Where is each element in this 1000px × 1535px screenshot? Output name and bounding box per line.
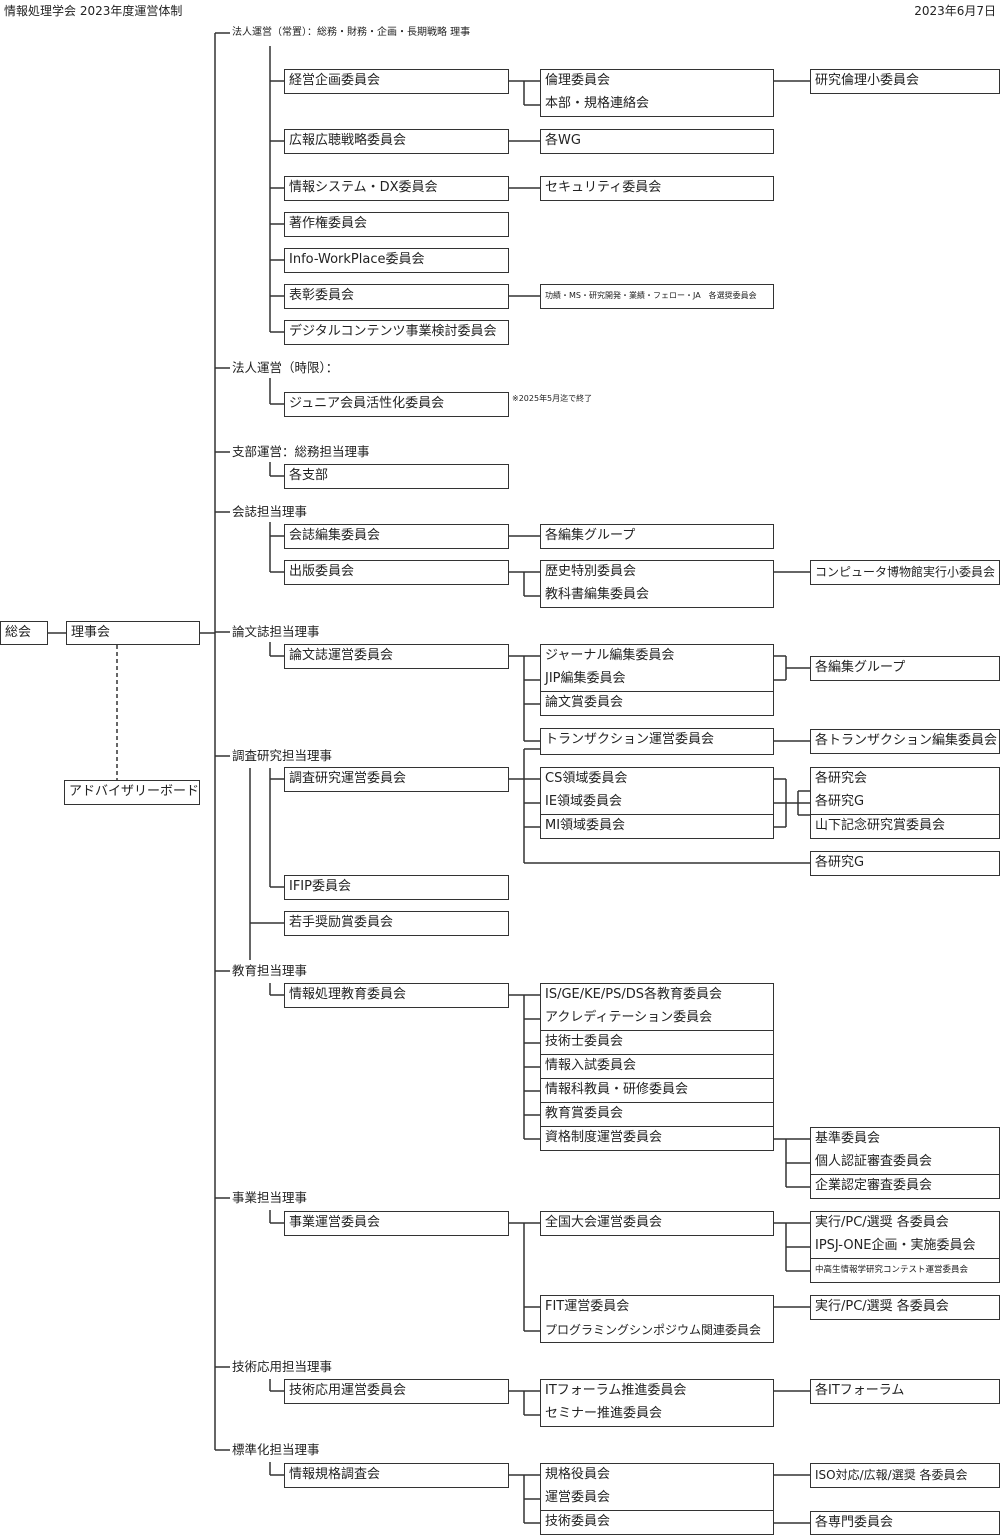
zenkoku-sub-item: 中高生情報学研究コンテスト運営委員会 [810, 1259, 1000, 1283]
prosym-box: プログラミングシンポジウム関連委員会 [540, 1319, 774, 1343]
iso-box: ISO対応/広報/選奨 各委員会 [810, 1463, 1000, 1488]
it-forums-box: 各ITフォーラム [810, 1379, 1000, 1404]
hyosho-box: 表彰委員会 [284, 284, 509, 309]
chosakuken-box: 著作権委員会 [284, 212, 509, 237]
edit-groups-box: 各編集グループ [540, 524, 774, 549]
ie-box: IE領域委員会 [540, 791, 774, 815]
mi-box: MI領域委員会 [540, 815, 774, 839]
edu-item: 情報科教員・研修委員会 [540, 1079, 774, 1103]
national-convention-box: 全国大会運営委員会 [540, 1211, 774, 1236]
security-box: セキュリティ委員会 [540, 176, 774, 201]
fit-sub-box: 実行/PC/選奨 各委員会 [810, 1295, 1000, 1320]
cert-item: 企業認定審査委員会 [810, 1175, 1000, 1199]
general-assembly-box: 総会 [0, 621, 48, 645]
paper-award-box: 論文賞委員会 [540, 692, 774, 716]
koho-box: 広報広聴戦略委員会 [284, 129, 509, 154]
edu-item: 情報入試委員会 [540, 1055, 774, 1079]
digital-content-box: デジタルコンテンツ事業検討委員会 [284, 320, 509, 345]
rinri-box: 倫理委員会 [540, 69, 774, 94]
journal-edit-groups-box: 各編集グループ [810, 656, 1000, 681]
tech-label: 技術応用担当理事 [232, 1359, 333, 1374]
jouhou-dx-box: 情報システム・DX委員会 [284, 176, 509, 201]
transaction-box: トランザクション運営委員会 [540, 728, 774, 755]
standard-main-box: 情報規格調査会 [284, 1463, 509, 1488]
zenkoku-sub-item: IPSJ-ONE企画・実施委員会 [810, 1235, 1000, 1259]
ifip-box: IFIP委員会 [284, 875, 509, 900]
keiei-box: 経営企画委員会 [284, 69, 509, 94]
education-label: 教育担当理事 [232, 963, 308, 978]
research-group-2-box: 各研究G [810, 851, 1000, 876]
publication-box: 出版委員会 [284, 560, 509, 585]
young-award-box: 若手奨励賞委員会 [284, 911, 509, 936]
museum-box: コンピュータ博物館実行小委員会 [810, 560, 1000, 585]
seminar-box: セミナー推進委員会 [540, 1403, 774, 1427]
sig-box: 各研究会 [810, 767, 1000, 792]
edu-item: IS/GE/KE/PS/DS各教育委員会 [540, 983, 774, 1008]
wg-box: 各WG [540, 129, 774, 154]
kenkyu-rinri-box: 研究倫理小委員会 [810, 69, 1000, 94]
journal-edit-box: ジャーナル編集委員会 [540, 644, 774, 669]
hyosho-sub-box: 功績・MS・研究開発・業績・フェロー・JA 各選奨委員会 [540, 284, 774, 309]
cs-box: CS領域委員会 [540, 767, 774, 792]
standard-label: 標準化担当理事 [232, 1442, 320, 1457]
research-group-box: 各研究G [810, 791, 1000, 815]
corp-limited-label: 法人運営（時限）： [232, 360, 339, 375]
jip-box: JIP編集委員会 [540, 668, 774, 692]
junior-note: ※2025年5月迄で終了 [512, 394, 593, 403]
standard-gijutsu-box: 技術委員会 [540, 1511, 774, 1535]
cert-item: 基準委員会 [810, 1127, 1000, 1152]
edu-item: 資格制度運営委員会 [540, 1127, 774, 1151]
cert-item: 個人認証審査委員会 [810, 1151, 1000, 1175]
business-label: 事業担当理事 [232, 1190, 308, 1205]
board-box: 理事会 [66, 621, 200, 645]
research-unei-box: 調査研究運営委員会 [284, 767, 509, 792]
business-main-box: 事業運営委員会 [284, 1211, 509, 1236]
corp-standing-label: 法人運営（常置）：総務・財務・企画・長期戦略 理事 [232, 27, 471, 38]
junior-box: ジュニア会員活性化委員会 [284, 392, 509, 417]
it-forum-box: ITフォーラム推進委員会 [540, 1379, 774, 1404]
standard-yakuin-box: 規格役員会 [540, 1463, 774, 1488]
honbu-box: 本部・規格連絡会 [540, 93, 774, 117]
magazine-label: 会誌担当理事 [232, 504, 308, 519]
history-box: 歴史特別委員会 [540, 560, 774, 585]
edu-item: 教育賞委員会 [540, 1103, 774, 1127]
fit-box: FIT運営委員会 [540, 1295, 774, 1320]
textbook-box: 教科書編集委員会 [540, 584, 774, 608]
education-main-box: 情報処理教育委員会 [284, 983, 509, 1008]
edu-item: 技術士委員会 [540, 1031, 774, 1055]
date-label: 2023年6月7日 [914, 4, 996, 18]
advisory-board-box: アドバイザリーボード [64, 780, 200, 805]
journal-label: 論文誌担当理事 [232, 624, 320, 639]
info-workplace-box: Info-WorkPlace委員会 [284, 248, 509, 273]
zenkoku-sub-item: 実行/PC/選奨 各委員会 [810, 1211, 1000, 1236]
branch-label: 支部運営：総務担当理事 [232, 444, 370, 459]
tech-main-box: 技術応用運営委員会 [284, 1379, 509, 1404]
transaction-edit-box: 各トランザクション編集委員会 [810, 729, 1000, 754]
yamashita-award-box: 山下記念研究賞委員会 [810, 815, 1000, 839]
magazine-edit-box: 会誌編集委員会 [284, 524, 509, 549]
senmon-box: 各専門委員会 [810, 1511, 1000, 1535]
branches-box: 各支部 [284, 464, 509, 489]
journal-unei-box: 論文誌運営委員会 [284, 644, 509, 669]
standard-unei-box: 運営委員会 [540, 1487, 774, 1511]
edu-item: アクレディテーション委員会 [540, 1007, 774, 1031]
page-title: 情報処理学会 2023年度運営体制 [4, 4, 183, 18]
research-label: 調査研究担当理事 [232, 748, 333, 763]
